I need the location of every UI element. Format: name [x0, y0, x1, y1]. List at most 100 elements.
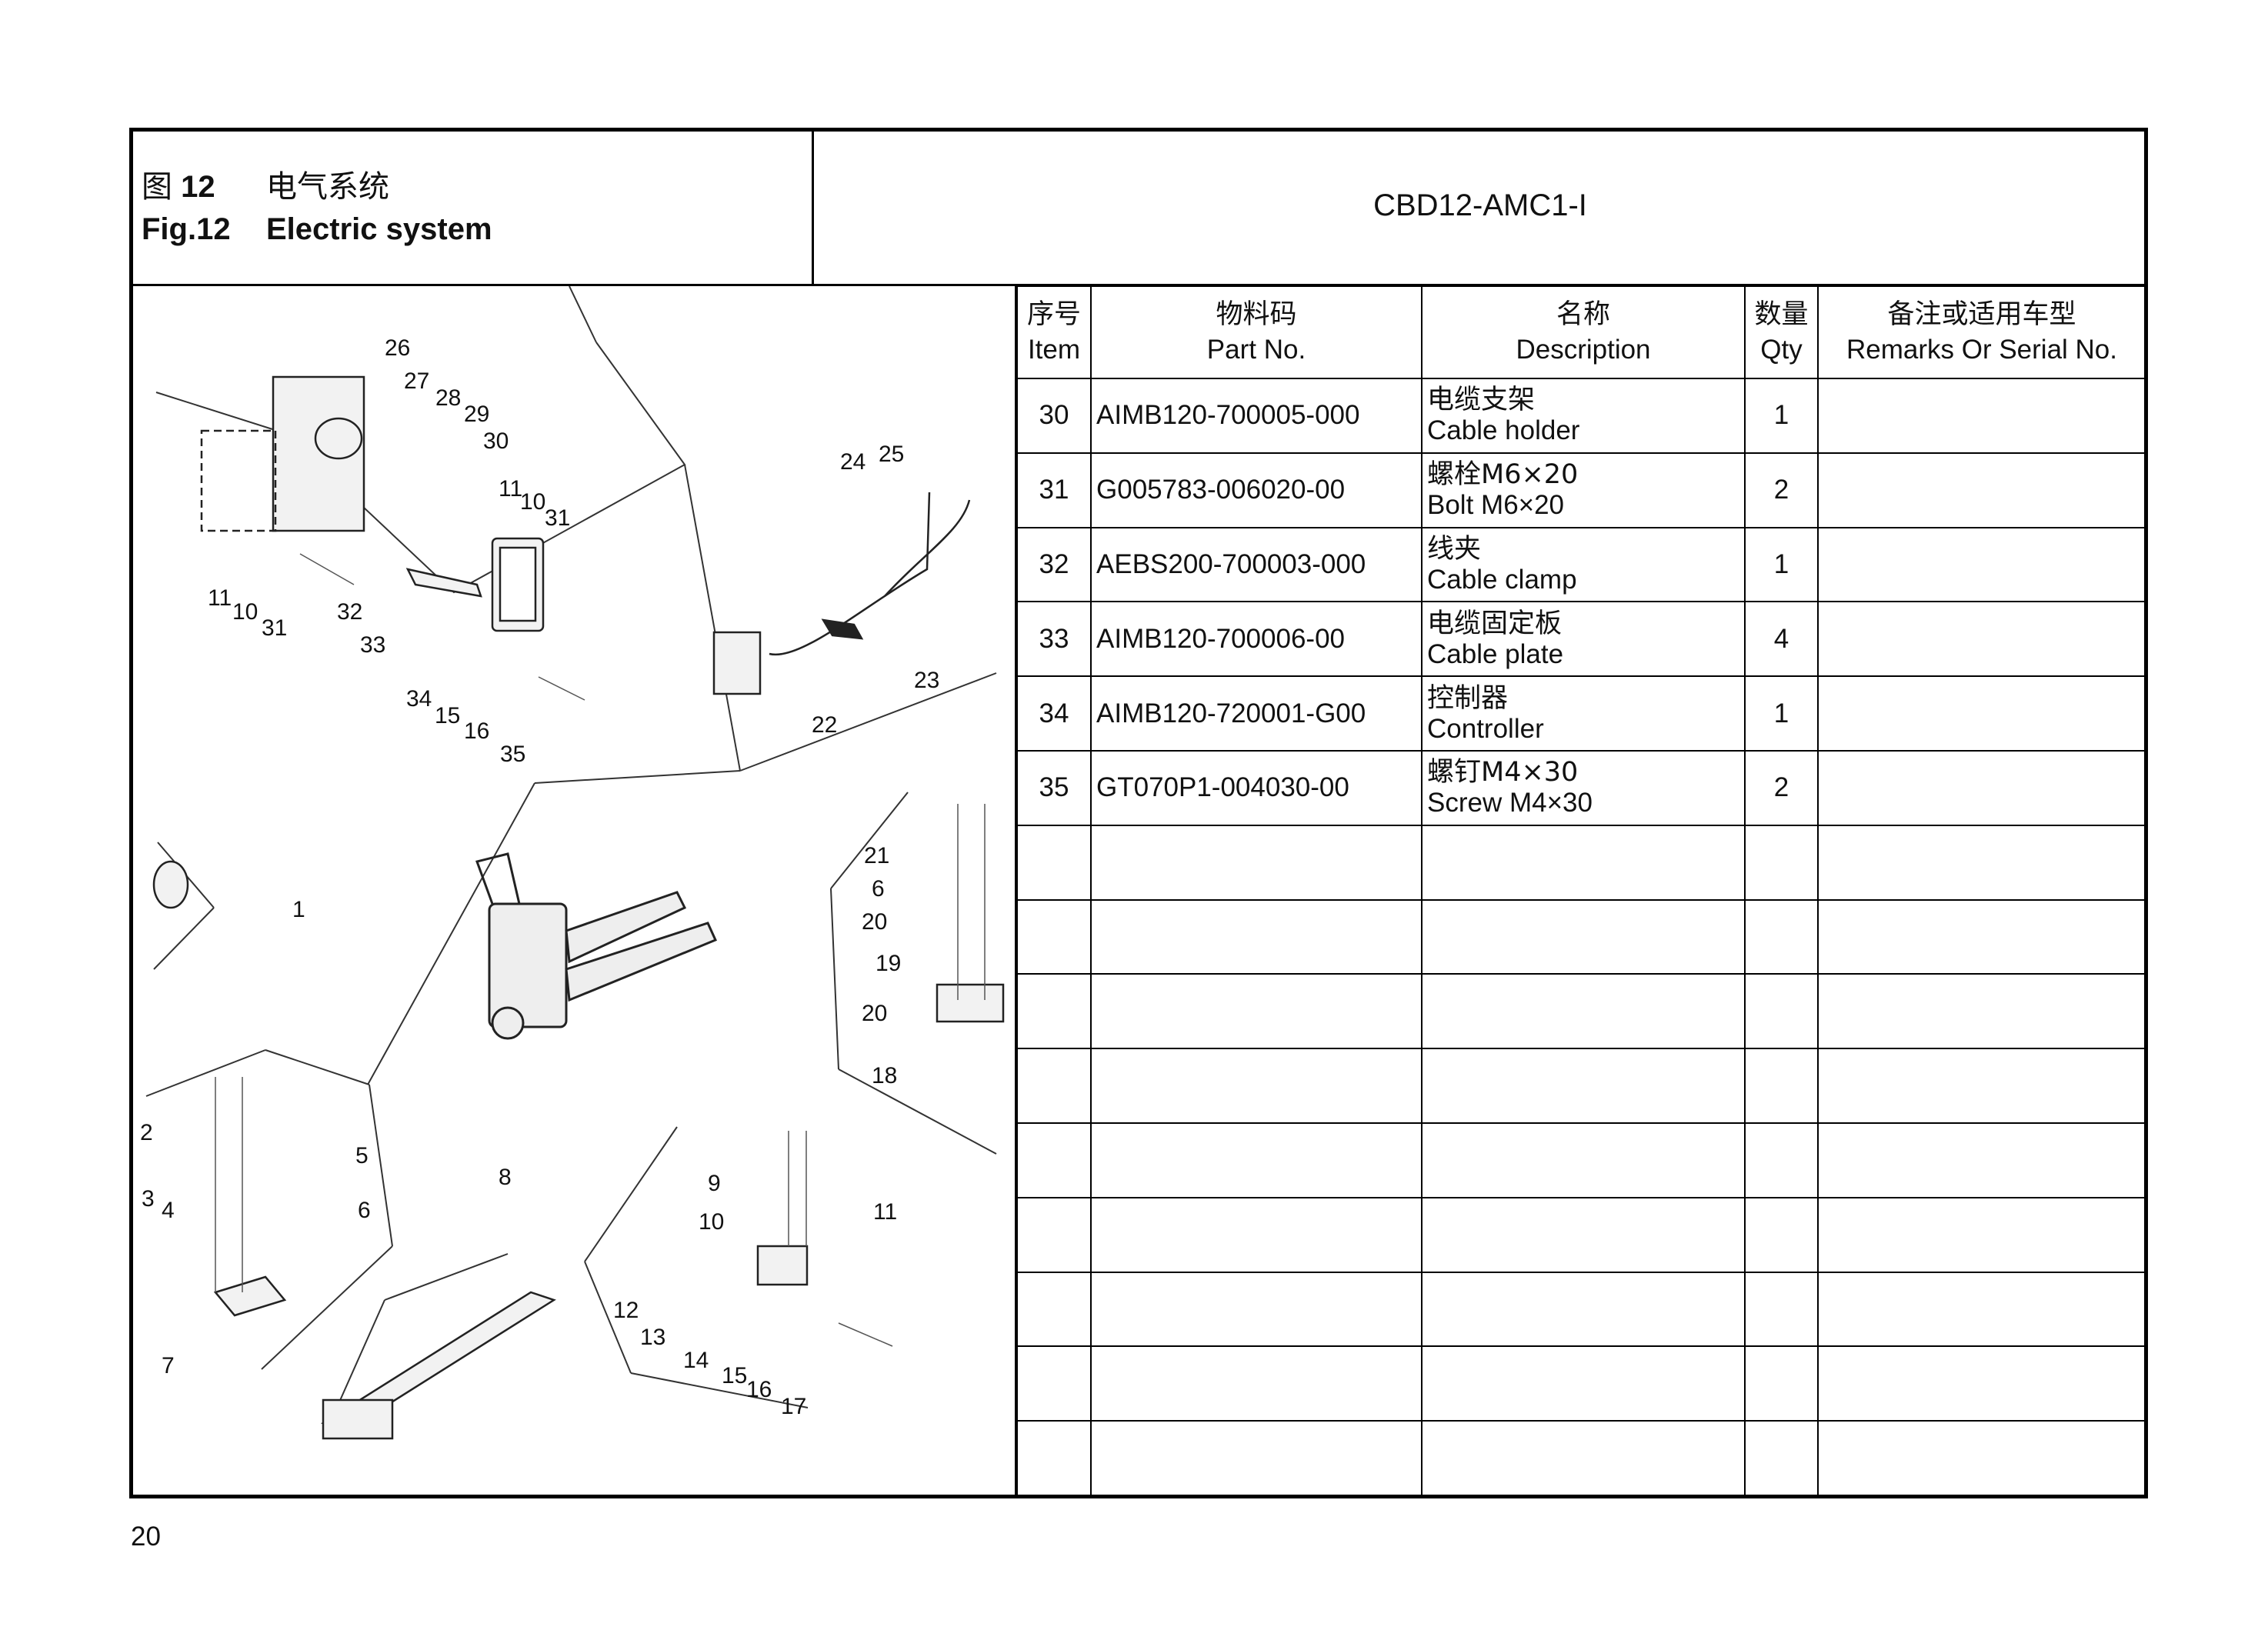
page-number: 20	[131, 1522, 161, 1552]
model-code: CBD12-AMC1-I	[1373, 188, 1587, 222]
empty-cell	[1016, 1420, 1092, 1496]
callout-label: 15	[722, 1363, 747, 1388]
table-row-empty	[1016, 1345, 2146, 1422]
empty-cell	[1016, 824, 1092, 901]
empty-cell	[1016, 1196, 1092, 1273]
callout-label: 22	[812, 712, 837, 738]
empty-cell	[1090, 824, 1423, 901]
empty-cell	[1016, 973, 1092, 1050]
callout-label: 2	[140, 1120, 153, 1145]
empty-cell	[1090, 1345, 1423, 1422]
callout-label: 10	[699, 1209, 724, 1235]
callout-label: 23	[914, 668, 939, 693]
table-row-empty	[1016, 1271, 2146, 1348]
truck-body	[488, 902, 568, 1028]
callout-label: 3	[142, 1186, 155, 1212]
empty-cell	[1016, 1271, 1092, 1348]
callout-label: 9	[708, 1171, 721, 1196]
empty-cell	[1016, 1122, 1092, 1198]
empty-cell	[1744, 898, 1819, 975]
callout-label: 11	[499, 476, 522, 502]
callout-label: 13	[640, 1325, 665, 1350]
figure-title-en: Fig.12 Electric system	[142, 212, 492, 247]
controller-cover	[499, 546, 537, 622]
callout-label: 16	[464, 718, 489, 744]
callout-label: 11	[873, 1199, 897, 1225]
header-divider	[812, 128, 814, 286]
callout-label: 35	[500, 742, 525, 767]
sensor-cable	[884, 499, 971, 597]
empty-cell	[1817, 898, 2146, 975]
callout-label: 14	[683, 1348, 709, 1373]
table-row-empty	[1016, 1420, 2146, 1496]
callout-label: 33	[360, 632, 385, 658]
empty-cell	[1421, 1420, 1746, 1496]
empty-cell	[1421, 973, 1746, 1050]
callout-label: 6	[872, 876, 885, 902]
callout-label: 1	[292, 897, 305, 922]
callout-label: 10	[520, 489, 545, 515]
empty-cell	[1421, 898, 1746, 975]
empty-cell	[1090, 973, 1423, 1050]
callout-labels: 26 27 28 29 30 11 10 31 24 25 11 10 31 3…	[140, 335, 939, 1419]
title-en-text: Electric system	[266, 212, 492, 246]
empty-cell	[1421, 824, 1746, 901]
callout-label: 20	[862, 909, 887, 935]
empty-cell	[1817, 1122, 2146, 1198]
cable-holder	[314, 417, 363, 460]
fork-right	[565, 922, 718, 1002]
callout-label: 24	[840, 449, 866, 475]
empty-cell	[1016, 1048, 1092, 1124]
plug-bracket	[213, 1275, 287, 1317]
callout-label: 26	[385, 335, 410, 361]
charger-unit	[712, 631, 762, 695]
callout-label: 18	[872, 1063, 897, 1088]
callout-label: 15	[435, 703, 460, 728]
fig-number: 12	[181, 170, 215, 204]
empty-cell	[1744, 1196, 1819, 1273]
table-row-empty	[1016, 898, 2146, 975]
callout-label: 31	[262, 615, 287, 641]
empty-cell	[1090, 1048, 1423, 1124]
callout-label: 21	[864, 843, 889, 868]
empty-cell	[1421, 1122, 1746, 1198]
callout-label: 10	[232, 599, 258, 625]
callout-label: 31	[545, 505, 570, 531]
callout-label: 28	[435, 385, 461, 411]
empty-cell	[1817, 1345, 2146, 1422]
callout-label: 29	[464, 402, 489, 427]
empty-cell	[1421, 1048, 1746, 1124]
callout-label: 19	[876, 951, 901, 976]
empty-cell	[1744, 1048, 1819, 1124]
empty-cell	[1817, 1271, 2146, 1348]
table-row-empty	[1016, 1196, 2146, 1273]
empty-cell	[1421, 1196, 1746, 1273]
empty-cell	[1817, 1048, 2146, 1124]
callout-label: 4	[162, 1198, 175, 1223]
truck-wheel	[491, 1006, 525, 1040]
callout-label: 12	[613, 1298, 639, 1323]
charger-cable	[769, 492, 931, 656]
empty-cell	[1421, 1271, 1746, 1348]
fasteners	[215, 553, 986, 1347]
callout-label: 5	[355, 1143, 369, 1168]
empty-cell	[1421, 1345, 1746, 1422]
fig-label-en: Fig.12	[142, 212, 231, 246]
pallet-truck	[475, 852, 718, 1040]
empty-cell	[1090, 898, 1423, 975]
page-frame	[129, 128, 2148, 1498]
title-cn-text: 电气系统	[266, 170, 389, 204]
empty-cell	[1090, 1420, 1423, 1496]
empty-cell	[1744, 1271, 1819, 1348]
connector-bracket	[756, 1245, 809, 1286]
callout-label: 27	[404, 368, 429, 394]
callout-label: 25	[879, 442, 904, 467]
